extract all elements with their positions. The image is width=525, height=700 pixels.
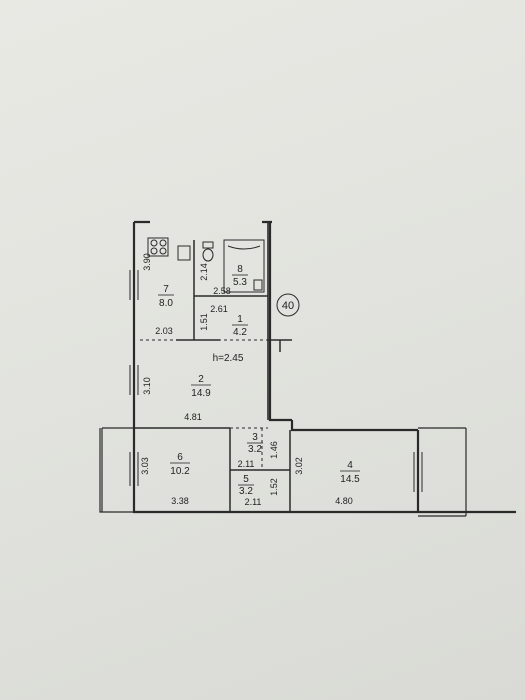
dim-small-top-width: 2.11: [238, 459, 255, 469]
room-2-id: 2: [198, 374, 204, 385]
dim-door-side: 1.46: [269, 441, 279, 459]
dim-small-bottom-width: 2.11: [245, 497, 262, 507]
dim-kitchen-height: 3.90: [142, 253, 152, 271]
room-8-area: 5.3: [233, 277, 247, 288]
toilet-icon: [202, 241, 214, 262]
dim-corridor-height: 1.51: [199, 313, 209, 331]
room-4-area: 14.5: [340, 474, 360, 485]
room-1-id: 1: [237, 314, 243, 325]
apartment-number: 40: [282, 300, 294, 312]
dim-kitchen-width: 2.03: [155, 326, 173, 336]
walls: [99, 220, 516, 517]
sink-icon: [177, 245, 191, 261]
dim-bath-width: 2.58: [213, 286, 231, 296]
room-7-area: 8.0: [159, 298, 173, 309]
windows: [129, 270, 423, 492]
dim-room4-width: 4.80: [335, 496, 353, 506]
room-5-id: 5: [243, 474, 249, 485]
dim-corridor-width: 2.61: [210, 304, 228, 314]
dim-small-side-height: 1.52: [269, 478, 279, 496]
dim-hall-width: 4.81: [184, 412, 202, 422]
apartment-number-badge: 40: [276, 293, 300, 317]
room-5-area: 3.2: [239, 486, 253, 497]
dim-room6-height: 3.03: [140, 457, 150, 475]
room-labels: 7 8.0 8 5.3 1 4.2 2 14.9 3 3.2 5 3.2 6 1…: [158, 264, 360, 497]
ceiling-height-label: h=2.45: [213, 353, 244, 364]
room-8-id: 8: [237, 264, 243, 275]
bathtub-icon: [223, 239, 265, 293]
stove-icon: [147, 237, 169, 257]
room-6-id: 6: [177, 452, 183, 463]
room-1-area: 4.2: [233, 327, 247, 338]
dim-hall-height: 3.10: [142, 377, 152, 395]
room-3-area: 3.2: [248, 444, 262, 455]
dim-bath-height: 2.14: [199, 263, 209, 281]
room-2-area: 14.9: [191, 388, 211, 399]
room-7-id: 7: [163, 284, 169, 295]
dim-room4-height: 3.02: [294, 457, 304, 475]
room-6-area: 10.2: [170, 466, 190, 477]
room-3-id: 3: [252, 432, 258, 443]
dimension-labels: 3.90 2.03 2.14 2.58 2.61 1.51 3.10 4.81 …: [140, 253, 353, 507]
room-4-id: 4: [347, 460, 353, 471]
dim-room6-width: 3.38: [171, 496, 189, 506]
